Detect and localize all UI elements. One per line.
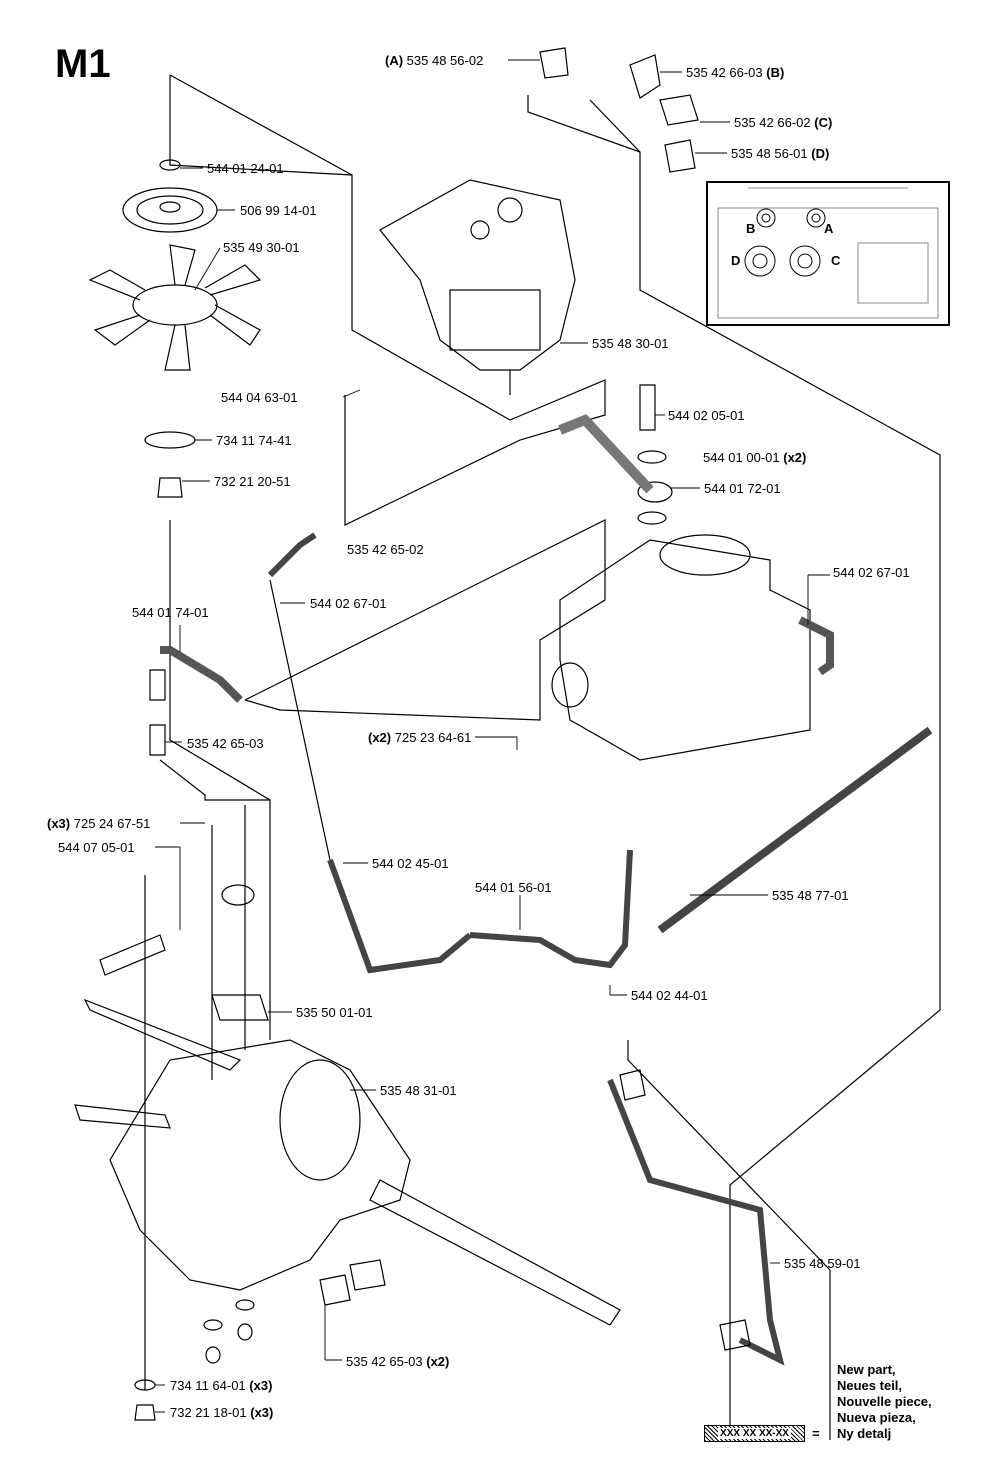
assembly-outline xyxy=(244,519,606,721)
part-label: 544 01 56-01 xyxy=(475,880,552,895)
assembly-outline xyxy=(169,74,353,176)
legend-line: Ny detalj xyxy=(837,1426,892,1441)
part-label: 544 02 67-01 xyxy=(833,565,910,580)
part-label: 732 21 20-51 xyxy=(214,474,291,489)
assembly-outline xyxy=(159,759,270,801)
legend-line: Nueva pieza, xyxy=(837,1410,916,1425)
legend-line: Nouvelle piece, xyxy=(837,1394,932,1409)
spring xyxy=(99,934,166,976)
fitting-d xyxy=(664,139,696,173)
legend-swatch-text: XXX XX XX-XX xyxy=(718,1428,791,1439)
part-label: 535 42 65-02 xyxy=(347,542,424,557)
assembly-outline xyxy=(527,95,941,1440)
part-label: 535 49 30-01 xyxy=(223,240,300,255)
part-label: 535 50 01-01 xyxy=(296,1005,373,1020)
part-label: 506 99 14-01 xyxy=(240,203,317,218)
part-label: 535 48 77-01 xyxy=(772,888,849,903)
assembly-outline xyxy=(589,99,641,153)
part-label: 544 02 45-01 xyxy=(372,856,449,871)
fan xyxy=(132,284,218,326)
part-label: 544 07 05-01 xyxy=(58,840,135,855)
port-label-b: B xyxy=(746,221,756,236)
part-label: 732 21 18-01 (x3) xyxy=(170,1405,274,1420)
part-label: 544 02 44-01 xyxy=(631,988,708,1003)
part-label: 535 42 66-03 (B) xyxy=(686,65,785,80)
fitting-a xyxy=(539,47,569,79)
part-label: 535 48 56-01 (D) xyxy=(731,146,830,161)
part-label: 544 02 67-01 xyxy=(310,596,387,611)
part-label: 544 01 24-01 xyxy=(207,161,284,176)
part-label: 535 48 31-01 xyxy=(380,1083,457,1098)
part-label: 544 02 05-01 xyxy=(668,408,745,423)
port-label-d: D xyxy=(731,253,741,268)
part-label: 535 42 66-02 (C) xyxy=(734,115,833,130)
assembly-outline xyxy=(627,1040,831,1440)
legend-line: Neues teil, xyxy=(837,1378,903,1393)
fitting-c xyxy=(659,94,699,126)
part-label: 734 11 64-01 (x3) xyxy=(170,1378,273,1393)
washer xyxy=(144,431,196,449)
oil-tank xyxy=(559,539,811,761)
part-label: (x3) 725 24 67-51 xyxy=(47,816,151,831)
part-label: 535 42 65-03 (x2) xyxy=(346,1354,450,1369)
part-label: 544 01 74-01 xyxy=(132,605,209,620)
part-label: 544 01 72-01 xyxy=(704,481,781,496)
legend-equals: = xyxy=(812,1426,820,1441)
assembly-outline xyxy=(169,75,606,526)
port-label-c: C xyxy=(831,253,841,268)
pump-body xyxy=(379,179,576,371)
assembly-outline xyxy=(169,520,271,1040)
port-detail-inset: B A D C xyxy=(706,181,950,326)
new-part-legend: New part, Neues teil, Nouvelle piece, Nu… xyxy=(837,1362,932,1442)
part-label: 544 01 00-01 (x2) xyxy=(703,450,807,465)
control-shaft xyxy=(83,998,242,1071)
port-detail-drawing xyxy=(717,187,939,319)
transaxle-housing xyxy=(109,1039,411,1291)
part-label: 535 42 65-03 xyxy=(187,736,264,751)
axle xyxy=(369,1179,621,1326)
part-label: 535 48 59-01 xyxy=(784,1256,861,1271)
part-label: (A) 535 48 56-02 xyxy=(385,53,484,68)
legend-swatch: XXX XX XX-XX xyxy=(704,1425,805,1442)
port-label-a: A xyxy=(824,221,834,236)
part-label: (x2) 725 23 64-61 xyxy=(368,730,472,745)
nut xyxy=(157,477,183,498)
part-label: 544 04 63-01 xyxy=(221,390,298,405)
page-title: M1 xyxy=(55,42,111,86)
part-label: 734 11 74-41 xyxy=(216,433,292,448)
part-label: 535 48 30-01 xyxy=(592,336,669,351)
legend-line: New part, xyxy=(837,1362,896,1377)
fitting-b xyxy=(629,54,661,99)
